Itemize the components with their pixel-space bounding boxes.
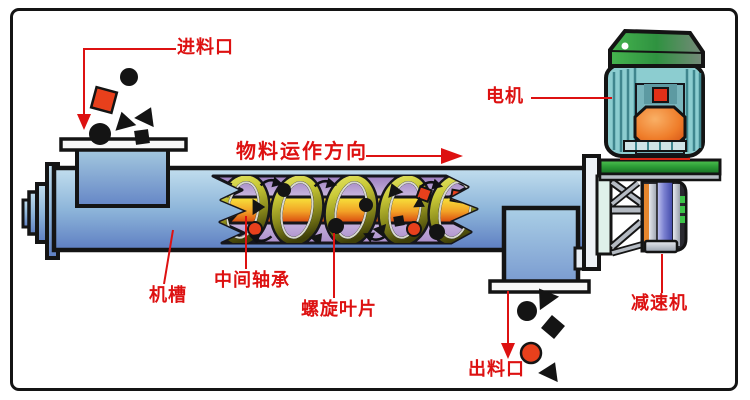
gearbox-assembly — [595, 174, 688, 257]
outlet-falling-particles — [517, 281, 565, 383]
label-motor: 电机 — [486, 86, 524, 106]
hopper-flange — [59, 137, 188, 152]
label-trough: 机槽 — [149, 285, 187, 305]
discharge-chute — [488, 205, 591, 294]
feed-inlet-leader-line — [83, 48, 176, 117]
feed-hopper — [59, 137, 188, 208]
gearbox-bottom-cap — [643, 239, 679, 254]
mount-bar — [595, 174, 613, 256]
label-feed-inlet: 进料口 — [177, 37, 234, 57]
direction-arrowhead — [441, 148, 463, 164]
motor — [604, 28, 705, 160]
annotation-lines — [83, 48, 663, 345]
motor-top-cap — [608, 28, 705, 68]
label-discharge-outlet: 出料口 — [468, 359, 525, 379]
motor-mounting-plate — [598, 158, 722, 182]
inlet-falling-particles — [89, 68, 161, 145]
gearbox-body — [640, 179, 688, 254]
label-material-direction: 物料运作方向 — [236, 141, 368, 163]
label-intermediate-bearing: 中间轴承 — [214, 270, 290, 290]
outlet-arrowhead — [501, 343, 515, 359]
label-reducer: 减速机 — [631, 293, 688, 313]
annotation-arrowheads — [77, 114, 515, 359]
motor-cooling-fins — [612, 68, 702, 152]
feed-inlet-arrowhead — [77, 114, 91, 130]
cap-highlight — [621, 42, 629, 50]
label-screw-blade: 螺旋叶片 — [301, 299, 377, 319]
trough-leader-line — [163, 229, 174, 285]
